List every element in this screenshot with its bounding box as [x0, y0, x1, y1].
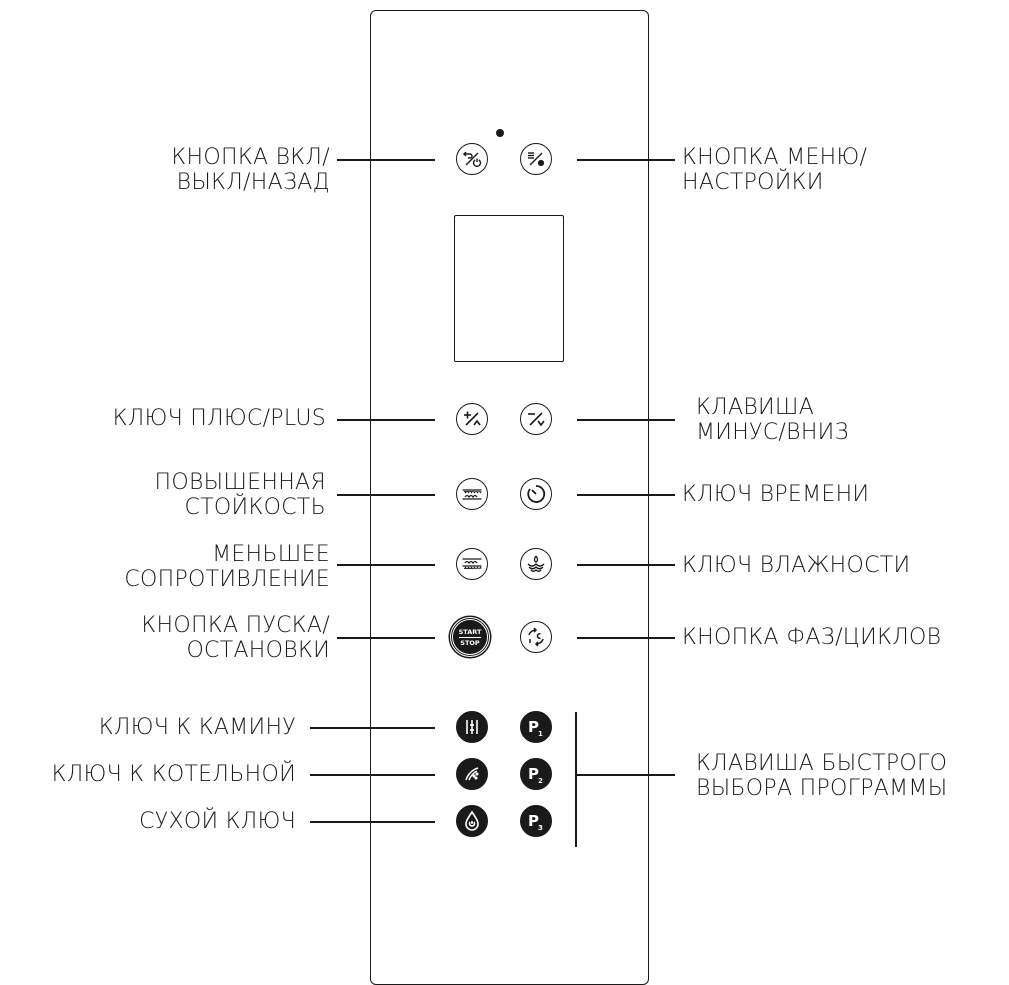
label-menu-settings: КНОПКА МЕНЮ/НАСТРОЙКИ: [682, 145, 868, 195]
label-time-key: КЛЮЧ ВРЕМЕНИ: [682, 482, 870, 507]
menu-settings-icon: [528, 152, 545, 167]
leader-line: [577, 774, 675, 776]
fireplace-icon: [466, 720, 478, 734]
control-panel: [370, 10, 649, 985]
leader-line: [310, 774, 435, 776]
boiler-button[interactable]: [456, 758, 488, 790]
svg-text:P: P: [528, 765, 539, 783]
svg-text:P: P: [528, 812, 539, 830]
svg-text:2: 2: [538, 777, 543, 785]
power-led-indicator: [496, 129, 504, 137]
program-1-button[interactable]: P 1: [520, 711, 552, 743]
dry-icon: [465, 810, 479, 831]
cycles-icon: [528, 627, 544, 647]
program-p2-icon: P 2: [528, 765, 543, 785]
leader-line: [337, 494, 435, 496]
leader-line: [577, 419, 675, 421]
phases-cycles-button[interactable]: [520, 621, 552, 653]
menu-settings-button[interactable]: [520, 143, 552, 175]
program-bracket: [575, 712, 577, 847]
power-back-icon: [463, 151, 482, 168]
fireplace-button[interactable]: [456, 711, 488, 743]
svg-text:1: 1: [538, 730, 543, 738]
label-fireplace-key: КЛЮЧ К КАМИНУ: [98, 715, 296, 740]
label-start-stop: КНОПКА ПУСКА/ОСТАНОВКИ: [141, 613, 330, 663]
start-stop-icon: START STOP: [458, 627, 482, 647]
leader-line: [337, 564, 435, 566]
label-humidity-key: КЛЮЧ ВЛАЖНОСТИ: [682, 553, 911, 578]
timer-icon: [527, 485, 546, 503]
bottom-heat-icon: [462, 558, 482, 570]
top-heat-icon: [462, 489, 482, 500]
program-p1-icon: P 1: [528, 718, 543, 738]
minus-down-icon: [528, 412, 545, 427]
program-p3-icon: P 3: [528, 812, 543, 832]
leader-line: [577, 637, 675, 639]
dry-button[interactable]: [456, 805, 488, 837]
label-dry-key: СУХОЙ КЛЮЧ: [139, 809, 296, 834]
label-plus-key: КЛЮЧ ПЛЮС/PLUS: [112, 406, 326, 431]
time-button[interactable]: [520, 478, 552, 510]
plus-button[interactable]: [456, 403, 488, 435]
leader-line: [310, 727, 435, 729]
leader-line: [337, 419, 435, 421]
program-3-button[interactable]: P 3: [520, 805, 552, 837]
svg-text:P: P: [528, 718, 539, 736]
power-back-button[interactable]: [456, 143, 488, 175]
humidity-button[interactable]: [520, 548, 552, 580]
leader-line: [337, 637, 435, 639]
minus-button[interactable]: [520, 403, 552, 435]
label-phases-cycles: КНОПКА ФАЗ/ЦИКЛОВ: [682, 625, 942, 650]
less-resistance-button[interactable]: [456, 548, 488, 580]
boiler-icon: [465, 767, 479, 781]
svg-text:3: 3: [538, 824, 543, 832]
label-boiler-key: КЛЮЧ К КОТЕЛЬНОЙ: [51, 762, 296, 787]
label-on-off-back: КНОПКА ВКЛ/ВЫКЛ/НАЗАД: [171, 145, 330, 195]
display-screen: [454, 215, 564, 362]
plus-up-icon: [464, 411, 481, 426]
leader-line: [310, 821, 435, 823]
leader-line: [577, 494, 675, 496]
start-stop-button[interactable]: START STOP: [450, 617, 490, 657]
increased-resistance-button[interactable]: [456, 478, 488, 510]
humidity-icon: [527, 555, 545, 572]
program-2-button[interactable]: P 2: [520, 758, 552, 790]
leader-line: [577, 159, 675, 161]
leader-line: [577, 564, 675, 566]
leader-line: [337, 159, 435, 161]
